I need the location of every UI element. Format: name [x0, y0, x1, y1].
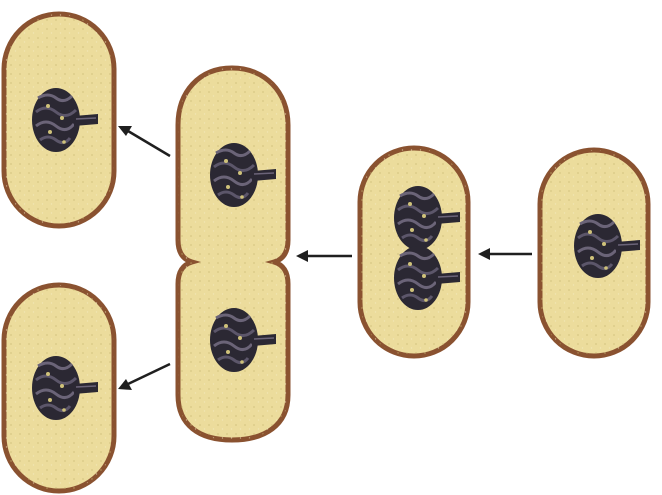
- dividing-cell: [178, 68, 288, 440]
- arrow-to-dividing-cell: [296, 250, 352, 262]
- single-cell: [540, 150, 648, 356]
- arrow-to-daughter-top: [118, 126, 170, 156]
- replicated-dna-cell: [360, 148, 468, 356]
- arrow-to-replicated-cell: [478, 248, 532, 260]
- daughter-cell-bottom: [4, 285, 114, 491]
- arrow-to-daughter-bottom: [118, 364, 170, 390]
- daughter-cell-top: [4, 14, 114, 226]
